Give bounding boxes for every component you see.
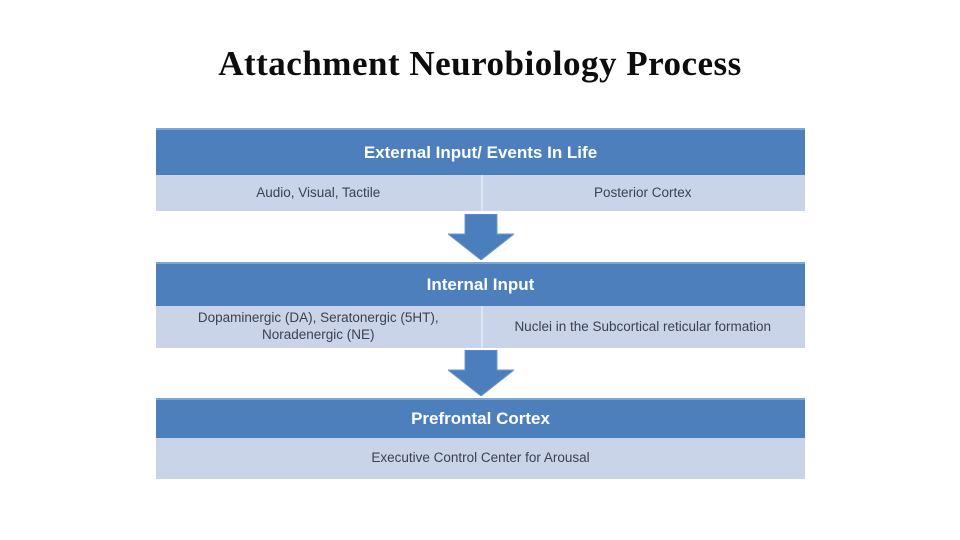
down-arrow-icon [447,213,514,260]
block-external-input: External Input/ Events In Life Audio, Vi… [156,128,805,211]
cell-executive-control-center: Executive Control Center for Arousal [371,450,590,466]
down-arrow-icon [447,350,514,396]
block-body-internal-input: Dopaminergic (DA), Seratonergic (5HT), N… [156,306,805,348]
block-header-internal-input: Internal Input [156,262,805,306]
cell-subcortical-nuclei: Nuclei in the Subcortical reticular form… [480,306,806,348]
block-prefrontal-cortex: Prefrontal Cortex Executive Control Cent… [156,398,805,479]
cell-neurotransmitters: Dopaminergic (DA), Seratonergic (5HT), N… [197,310,439,342]
page-title: Attachment Neurobiology Process [218,44,742,83]
block-internal-input: Internal Input Dopaminergic (DA), Serato… [156,262,805,348]
block-body-external-input: Audio, Visual, Tactile Posterior Cortex [156,175,805,211]
cell-audio-visual-tactile: Audio, Visual, Tactile [256,184,381,200]
cell-posterior-cortex: Posterior Cortex [480,175,806,211]
attachment-neurobiology-diagram: External Input/ Events In Life Audio, Vi… [156,128,805,479]
block-body-prefrontal-cortex: Executive Control Center for Arousal [156,438,805,479]
arrow-gap-1 [156,211,805,262]
block-header-prefrontal-cortex: Prefrontal Cortex [156,398,805,438]
block-header-external-input: External Input/ Events In Life [156,128,805,175]
arrow-gap-2 [156,348,805,398]
